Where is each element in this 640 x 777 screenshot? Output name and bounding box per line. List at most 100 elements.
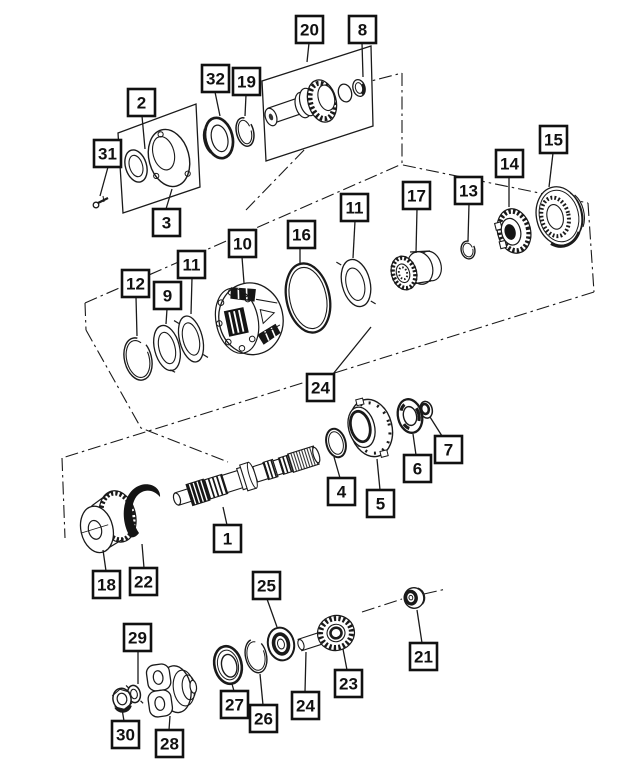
part-6-bearing bbox=[396, 398, 424, 434]
part-label-19[interactable]: 19 bbox=[231, 66, 262, 117]
part-21-pilot-bearing bbox=[403, 587, 426, 609]
part-label-21[interactable]: 21 bbox=[408, 609, 439, 672]
part-label-17[interactable]: 17 bbox=[401, 180, 432, 254]
part-label-27[interactable]: 27 bbox=[219, 683, 250, 720]
part-8-rings bbox=[337, 78, 366, 103]
leader-line bbox=[376, 458, 381, 491]
part-5-clutch-hub bbox=[347, 397, 394, 458]
part-label-13[interactable]: 13 bbox=[453, 175, 484, 242]
part-16-o-ring bbox=[284, 262, 332, 334]
svg-text:16: 16 bbox=[292, 226, 311, 245]
svg-text:28: 28 bbox=[160, 735, 179, 754]
part-label-4[interactable]: 4 bbox=[326, 456, 357, 507]
part-label-22[interactable]: 22 bbox=[128, 543, 159, 597]
part-label-12[interactable]: 12 bbox=[120, 268, 151, 337]
part-7-ring bbox=[419, 400, 434, 419]
leader-line bbox=[259, 673, 264, 706]
part-label-8[interactable]: 8 bbox=[347, 14, 378, 78]
leader-line bbox=[361, 42, 364, 78]
part-26-snap-ring bbox=[244, 638, 268, 674]
svg-text:10: 10 bbox=[233, 235, 252, 254]
part-13-ring bbox=[460, 240, 476, 260]
leader-line bbox=[102, 549, 107, 572]
leader-line bbox=[266, 598, 278, 628]
leader-line bbox=[141, 543, 145, 569]
svg-text:19: 19 bbox=[237, 73, 256, 92]
svg-text:25: 25 bbox=[257, 577, 276, 596]
svg-text:26: 26 bbox=[254, 710, 273, 729]
part-label-9[interactable]: 9 bbox=[152, 280, 183, 325]
svg-text:12: 12 bbox=[126, 275, 145, 294]
leader-line bbox=[165, 308, 168, 325]
part-label-1[interactable]: 1 bbox=[212, 506, 243, 554]
svg-text:27: 27 bbox=[225, 696, 244, 715]
part-11-thrust-washer-right bbox=[336, 258, 376, 308]
leader-line bbox=[121, 708, 125, 722]
svg-text:15: 15 bbox=[544, 131, 563, 150]
part-19-snap-ring bbox=[235, 117, 255, 147]
svg-text:11: 11 bbox=[183, 256, 201, 275]
part-14-clutch-gear bbox=[493, 208, 532, 254]
part-label-10[interactable]: 10 bbox=[227, 228, 258, 284]
svg-text:30: 30 bbox=[116, 726, 135, 745]
part-label-25[interactable]: 25 bbox=[251, 570, 282, 628]
leader-line bbox=[304, 651, 307, 693]
part-label-28[interactable]: 28 bbox=[154, 715, 185, 759]
leader-line bbox=[467, 203, 470, 242]
part-3-bearing-retainer bbox=[147, 128, 191, 188]
part-label-18[interactable]: 18 bbox=[91, 549, 122, 600]
part-label-31[interactable]: 31 bbox=[92, 138, 123, 197]
part-20-input-shaft bbox=[264, 79, 338, 127]
svg-text:20: 20 bbox=[300, 21, 319, 40]
svg-text:24: 24 bbox=[296, 697, 315, 716]
part-label-14[interactable]: 14 bbox=[494, 148, 525, 207]
part-label-6[interactable]: 6 bbox=[402, 433, 433, 484]
svg-text:6: 6 bbox=[413, 460, 422, 479]
leader-line bbox=[333, 456, 341, 479]
leader-line bbox=[352, 220, 356, 259]
leader-line bbox=[190, 277, 193, 315]
part-label-11-left[interactable]: 11 bbox=[176, 249, 207, 315]
part-label-29[interactable]: 29 bbox=[122, 622, 153, 684]
part-label-30[interactable]: 30 bbox=[110, 708, 141, 750]
part-2-seal bbox=[124, 149, 148, 183]
svg-text:11: 11 bbox=[346, 199, 364, 218]
leader-line bbox=[416, 609, 423, 644]
leader-line bbox=[222, 506, 228, 526]
part-12-snap-ring bbox=[123, 337, 153, 381]
part-label-11-right[interactable]: 11 bbox=[339, 192, 370, 259]
part-17-gear bbox=[390, 250, 442, 291]
part-label-23[interactable]: 23 bbox=[333, 648, 364, 699]
leader-line bbox=[135, 296, 138, 337]
svg-text:32: 32 bbox=[206, 70, 225, 89]
part-32-bearing bbox=[202, 116, 235, 160]
part-9-washer bbox=[153, 324, 181, 373]
part-label-24-bottom[interactable]: 24 bbox=[290, 651, 321, 721]
part-28-yoke bbox=[145, 663, 198, 718]
part-label-16[interactable]: 16 bbox=[286, 219, 317, 265]
part-label-24-mid[interactable]: 24 bbox=[305, 326, 372, 403]
leader-line bbox=[165, 188, 173, 210]
part-label-7[interactable]: 7 bbox=[429, 416, 464, 465]
part-31-pin bbox=[92, 195, 109, 209]
svg-text:13: 13 bbox=[459, 182, 478, 201]
part-27-seal bbox=[212, 644, 244, 686]
part-label-5[interactable]: 5 bbox=[365, 458, 396, 519]
svg-text:22: 22 bbox=[134, 573, 153, 592]
part-label-15[interactable]: 15 bbox=[538, 124, 569, 188]
svg-text:1: 1 bbox=[223, 530, 232, 549]
part-label-3[interactable]: 3 bbox=[151, 188, 182, 238]
leader-line bbox=[429, 416, 443, 437]
leader-line bbox=[412, 433, 417, 456]
part-label-26[interactable]: 26 bbox=[248, 673, 279, 734]
leader-line bbox=[214, 91, 221, 117]
leader-line bbox=[141, 115, 146, 150]
part-label-32[interactable]: 32 bbox=[200, 63, 231, 117]
part-label-20[interactable]: 20 bbox=[294, 14, 325, 63]
part-label-2[interactable]: 2 bbox=[126, 87, 157, 150]
svg-text:8: 8 bbox=[358, 21, 367, 40]
svg-text:9: 9 bbox=[163, 287, 172, 306]
svg-text:18: 18 bbox=[97, 576, 116, 595]
